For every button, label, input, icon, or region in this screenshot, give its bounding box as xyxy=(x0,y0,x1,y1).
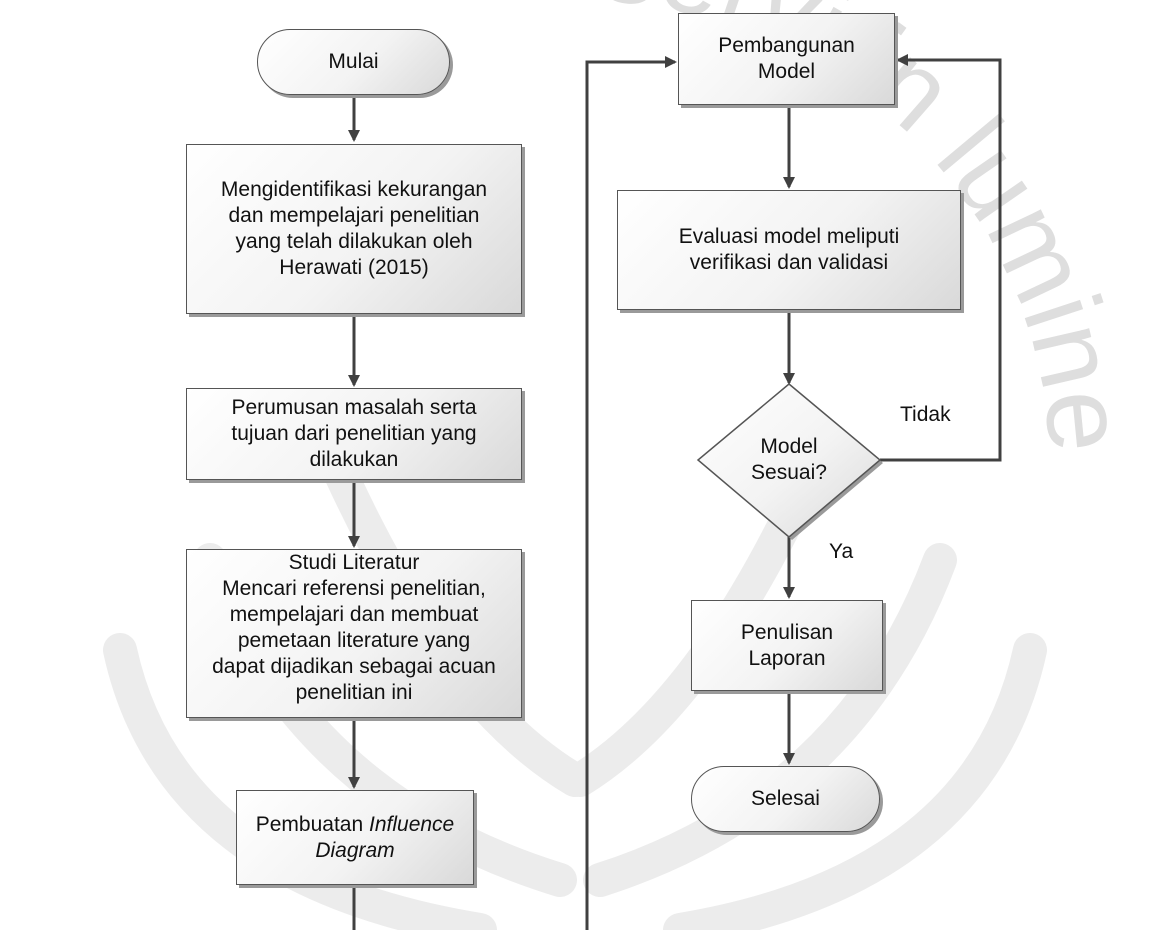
start-terminal: Mulai xyxy=(257,29,450,95)
evaluasi-line-1: Evaluasi model meliputi xyxy=(678,225,900,248)
studi-line-3: mempelajari dan membuat xyxy=(229,603,479,626)
pembuatan-prefix: Pembuatan xyxy=(255,812,369,836)
arrow-offpage-pembangunan xyxy=(585,56,677,930)
studi-line-2: Mencari referensi penelitian, xyxy=(222,577,486,600)
studi-line-5: dapat dijadikan sebagai acuan xyxy=(212,655,496,678)
pembuatan-italic-1: Influence xyxy=(369,812,455,836)
studi-line-4: pemetaan literature yang xyxy=(237,629,471,652)
penulisan-line-1: Penulisan xyxy=(740,620,834,644)
studi-line-1: Studi Literatur xyxy=(288,551,420,574)
decision-text: Model Sesuai? xyxy=(719,434,859,486)
decision-line-2: Sesuai? xyxy=(751,461,827,484)
end-terminal: Selesai xyxy=(691,766,880,832)
end-label: Selesai xyxy=(751,787,820,810)
process-penulisan: Penulisan Laporan xyxy=(691,600,883,691)
edge-label-tidak: Tidak xyxy=(900,403,951,426)
process-pembuatan: Pembuatan Influence Diagram xyxy=(236,790,474,885)
decision-diamond xyxy=(696,383,882,538)
pembangunan-line-1: Pembangunan xyxy=(718,34,855,57)
decision-line-1: Model xyxy=(760,435,818,458)
pembuatan-line-1: Pembuatan Influence xyxy=(256,812,454,838)
arrow-decision-tidak xyxy=(880,54,1002,462)
start-label: Mulai xyxy=(328,50,379,73)
pembangunan-line-2: Model xyxy=(757,60,816,83)
process-pembangunan: Pembangunan Model xyxy=(678,13,895,105)
studi-line-6: penelitian ini xyxy=(295,681,413,704)
process-perumusan: Perumusan masalah serta tujuan dari pene… xyxy=(186,388,522,480)
process-evaluasi: Evaluasi model meliputi verifikasi dan v… xyxy=(617,190,961,310)
process-studi-literatur: Studi Literatur Mencari referensi peneli… xyxy=(186,549,522,718)
penulisan-line-2: Laporan xyxy=(748,646,826,670)
perumusan-line-3: dilakukan xyxy=(309,448,399,471)
process-identifikasi: Mengidentifikasi kekurangan dan mempelaj… xyxy=(186,144,522,314)
pembuatan-italic-2: Diagram xyxy=(315,838,395,862)
identifikasi-line-3: yang telah dilakukan oleh xyxy=(235,230,473,253)
evaluasi-line-2: verifikasi dan validasi xyxy=(689,251,889,274)
edge-label-ya: Ya xyxy=(829,540,854,563)
perumusan-line-2: tujuan dari penelitian yang xyxy=(231,422,477,445)
identifikasi-line-1: Mengidentifikasi kekurangan xyxy=(220,178,488,201)
identifikasi-line-2: dan mempelajari penelitian xyxy=(228,204,480,227)
identifikasi-line-4: Herawati (2015) xyxy=(279,256,429,279)
perumusan-line-1: Perumusan masalah serta xyxy=(231,396,477,419)
